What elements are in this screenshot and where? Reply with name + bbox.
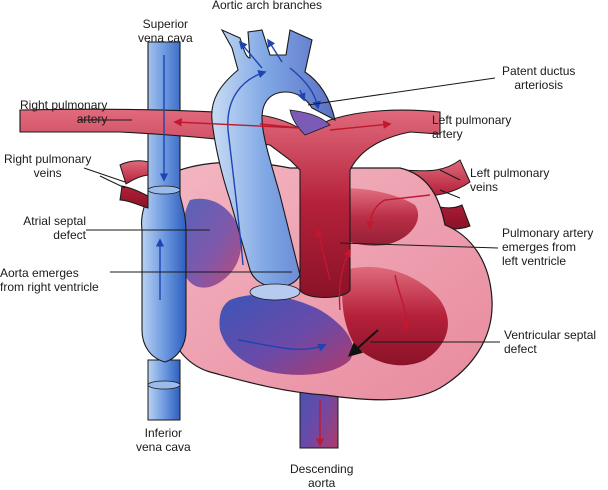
label-patent-ductus-arteriosis: Patent ductus arteriosis [502, 64, 576, 92]
label-right-pulmonary-veins: Right pulmonary veins [4, 152, 92, 180]
label-atrial-septal-defect: Atrial septal defect [23, 214, 86, 242]
label-right-pulmonary-artery: Right pulmonary artery [20, 98, 108, 126]
label-inferior-vena-cava: Inferior vena cava [136, 426, 191, 454]
label-descending-aorta: Descending aorta [290, 462, 354, 490]
label-aorta-emerges: Aorta emerges from right ventricle [0, 266, 99, 294]
label-left-pulmonary-veins: Left pulmonary veins [470, 166, 550, 194]
right-pulmonary-veins-vessels [119, 160, 149, 209]
flow-arrows [155, 38, 431, 447]
leader-lines [78, 77, 500, 343]
inferior-vena-cava-vessel [147, 359, 181, 421]
label-superior-vena-cava: Superior vena cava [138, 17, 193, 45]
label-aortic-arch-branches: Aortic arch branches [212, 0, 323, 12]
right-atrium-chamber [181, 198, 242, 288]
left-ventricle-chamber [342, 266, 448, 366]
label-left-pulmonary-artery: Left pulmonary artery [432, 113, 512, 141]
label-ventricular-septal-defect: Ventricular septal defect [504, 328, 597, 356]
label-pulmonary-artery-emerges: Pulmonary artery emerges from left ventr… [502, 226, 594, 268]
patent-ductus [289, 109, 331, 136]
right-ventricle-chamber [219, 294, 354, 375]
